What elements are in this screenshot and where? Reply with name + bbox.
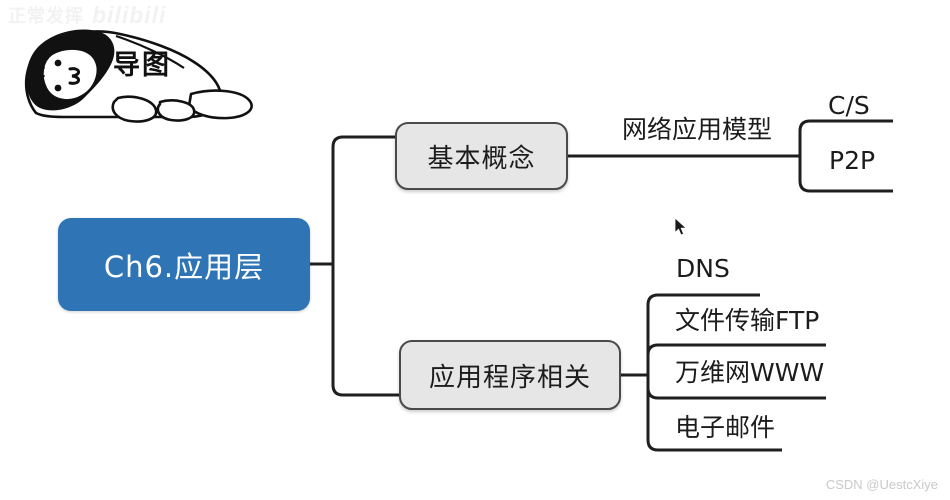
node-application-related[interactable]: 应用程序相关 (399, 340, 621, 410)
leaf-file-transfer-ftp[interactable]: 文件传输FTP (675, 306, 820, 335)
node-application-related-label: 应用程序相关 (428, 362, 591, 393)
bilibili-watermark: 正常发挥 bilibili (8, 0, 198, 30)
node-root-label: Ch6.应用层 (103, 249, 265, 284)
leaf-dns[interactable]: DNS (676, 254, 730, 283)
leaf-cs[interactable]: C/S (828, 91, 870, 120)
bilibili-logo: bilibili (92, 1, 167, 28)
leaf-email[interactable]: 电子邮件 (675, 413, 776, 442)
node-basic-concepts-label: 基本概念 (427, 143, 536, 174)
node-basic-concepts[interactable]: 基本概念 (395, 122, 568, 190)
node-root-ch6[interactable]: Ch6.应用层 (58, 218, 310, 311)
leaf-world-wide-web[interactable]: 万维网WWW (675, 358, 825, 387)
leaf-network-application-model[interactable]: 网络应用模型 (622, 115, 773, 144)
leaf-p2p[interactable]: P2P (829, 146, 876, 175)
daotu-overlay-label: 导图 (113, 50, 171, 81)
csdn-watermark: CSDN @UestcXiye (825, 477, 938, 492)
watermark-cn-text: 正常发挥 (8, 6, 84, 26)
cat-illustration (8, 18, 263, 133)
mouse-pointer-icon (674, 217, 688, 237)
